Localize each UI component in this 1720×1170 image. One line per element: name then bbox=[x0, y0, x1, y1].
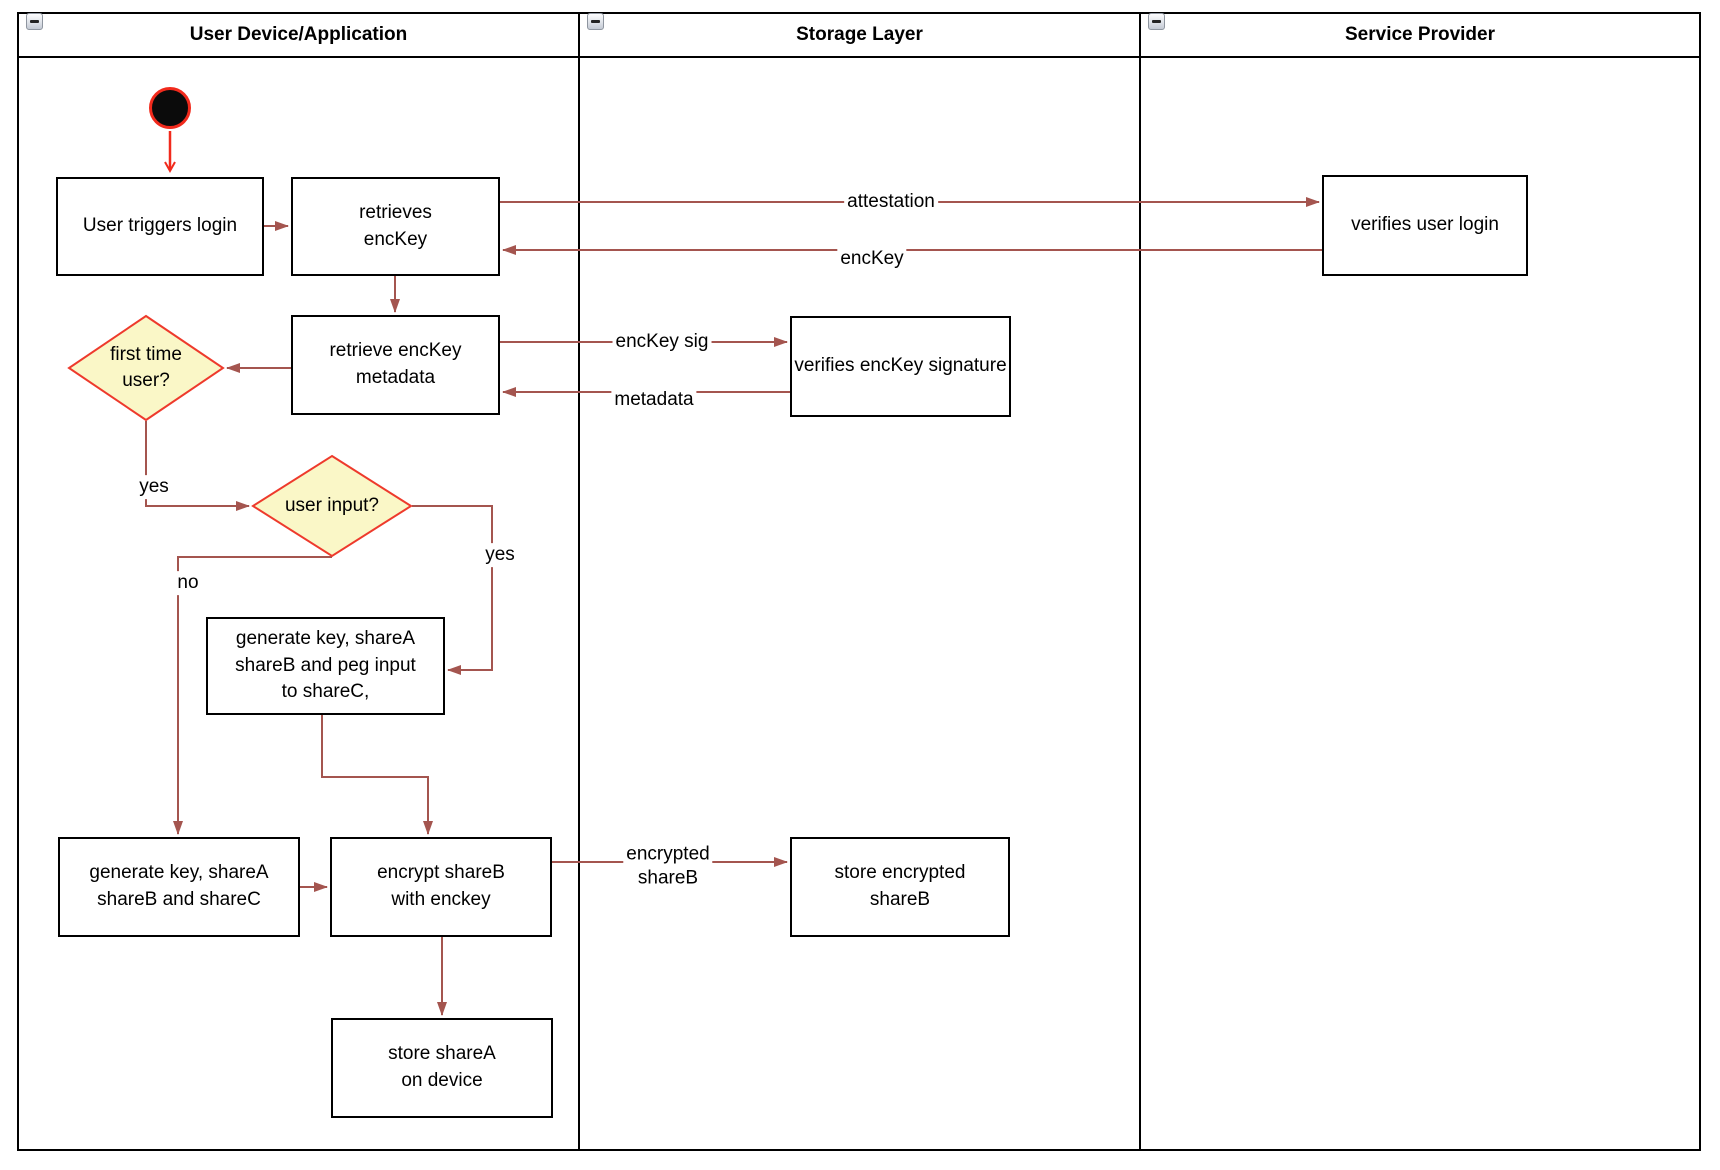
node-label: verifies user login bbox=[1351, 214, 1499, 236]
lane-header-storage-layer: Storage Layer bbox=[579, 13, 1140, 57]
decision-user-input[interactable]: user input? bbox=[251, 454, 413, 558]
edge-label-encrypted-shareb: encrypted shareB bbox=[623, 842, 713, 890]
edge-label-attestation: attestation bbox=[844, 190, 938, 214]
node-store-encrypted-shareb[interactable]: store encrypted shareB bbox=[790, 837, 1010, 937]
node-encrypt-shareb[interactable]: encrypt shareB with enckey bbox=[330, 837, 552, 937]
edge-label-yes-first-time: yes bbox=[136, 475, 172, 499]
diamond-shape bbox=[67, 314, 225, 422]
node-label: store encrypted shareB bbox=[834, 862, 966, 910]
decision-first-time-user[interactable]: first time user? bbox=[67, 314, 225, 422]
edge-label-yes-user-input: yes bbox=[482, 543, 518, 567]
node-label: store shareA on device bbox=[388, 1043, 496, 1091]
node-label: retrieves encKey bbox=[359, 201, 432, 250]
lane-title: Service Provider bbox=[1345, 24, 1495, 45]
minus-icon bbox=[30, 20, 39, 23]
edge-label-metadata: metadata bbox=[611, 388, 697, 412]
edge-label-enckey: encKey bbox=[837, 247, 907, 271]
node-retrieve-enckey-metadata[interactable]: retrieve encKey metadata bbox=[291, 315, 500, 415]
node-label: generate key, shareA shareB and shareC bbox=[89, 862, 269, 910]
node-label: retrieve encKey metadata bbox=[329, 340, 462, 388]
diamond-shape bbox=[251, 454, 413, 558]
node-verifies-enckey-signature[interactable]: verifies encKey signature bbox=[790, 316, 1011, 417]
node-user-triggers-login[interactable]: User triggers login bbox=[56, 177, 264, 276]
start-node[interactable] bbox=[149, 87, 191, 129]
node-generate-key-shares[interactable]: generate key, shareA shareB and shareC bbox=[58, 837, 300, 937]
node-store-sharea-on-device[interactable]: store shareA on device bbox=[331, 1018, 553, 1118]
decision-label: first time user? bbox=[110, 344, 182, 391]
node-retrieves-enckey[interactable]: retrieves encKey bbox=[291, 177, 500, 276]
node-label: encrypt shareB with enckey bbox=[377, 862, 505, 910]
edge-userinput-yes bbox=[412, 505, 493, 675]
node-label: User triggers login bbox=[82, 215, 238, 237]
collapse-lane-button[interactable] bbox=[26, 13, 43, 30]
minus-icon bbox=[1152, 20, 1161, 23]
lane-header-user-device: User Device/Application bbox=[18, 13, 579, 57]
lane-header-service-provider: Service Provider bbox=[1140, 13, 1700, 57]
edge-label-no-user-input: no bbox=[174, 571, 202, 595]
lane-title: User Device/Application bbox=[189, 24, 408, 45]
node-label: generate key, shareA shareB and peg inpu… bbox=[235, 628, 416, 703]
pool-frame bbox=[17, 12, 1701, 1151]
collapse-lane-button[interactable] bbox=[1148, 13, 1165, 30]
lane-title: Storage Layer bbox=[796, 24, 923, 45]
edge-label-enckey-sig: encKey sig bbox=[612, 330, 712, 354]
minus-icon bbox=[591, 20, 600, 23]
decision-label: user input? bbox=[284, 495, 379, 517]
node-generate-key-peg-input[interactable]: generate key, shareA shareB and peg inpu… bbox=[206, 617, 445, 715]
edge-userinput-no bbox=[173, 556, 332, 835]
edge-peg-to-encrypt bbox=[321, 715, 433, 835]
node-label: verifies encKey signature bbox=[794, 355, 1007, 377]
node-verifies-user-login[interactable]: verifies user login bbox=[1322, 175, 1528, 276]
edge-firsttime-yes bbox=[145, 421, 250, 511]
collapse-lane-button[interactable] bbox=[587, 13, 604, 30]
